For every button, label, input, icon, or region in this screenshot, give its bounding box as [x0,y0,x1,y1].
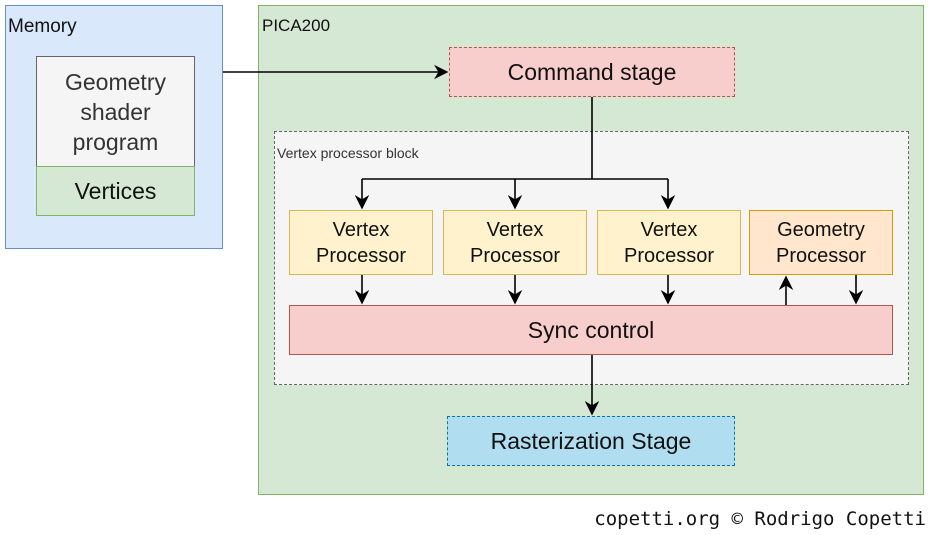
rasterization-stage-block: Rasterization Stage [447,416,735,466]
sync-control-block: Sync control [289,305,893,355]
command-stage-block: Command stage [449,47,735,97]
vertex-processor-2: Vertex Processor [443,210,587,275]
vertex-processor-block-label: Vertex processor block [277,145,419,161]
vertex-processor-3: Vertex Processor [597,210,741,275]
credit-text: copetti.org © Rodrigo Copetti [594,508,926,530]
vertices-block: Vertices [36,166,195,216]
memory-label: Memory [8,16,77,37]
pica200-label: PICA200 [262,16,331,35]
geometry-shader-program-block: Geometry shader program [36,56,195,167]
vertex-processor-1: Vertex Processor [289,210,433,275]
geometry-processor: Geometry Processor [749,210,893,275]
